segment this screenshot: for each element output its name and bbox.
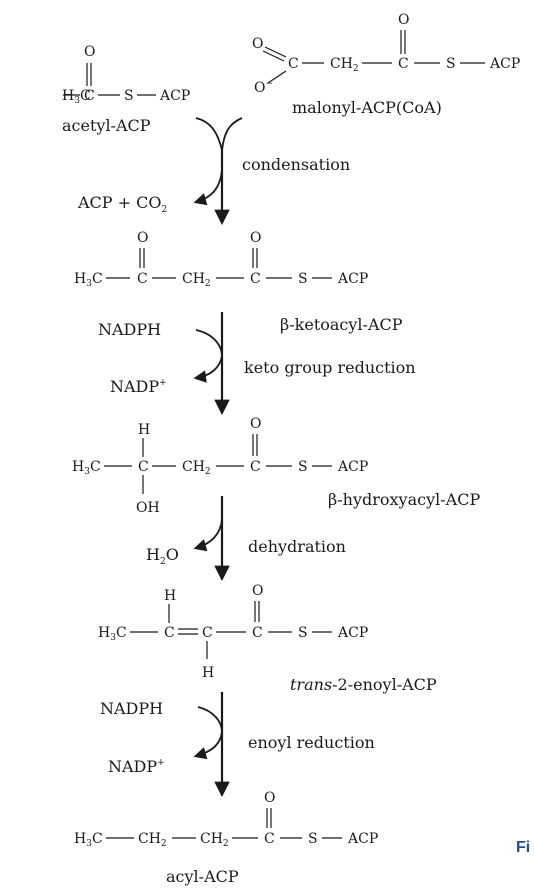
- label-enoyl-acp: trans-2-enoyl-ACP: [290, 675, 437, 694]
- atom-carbinol-c: C: [138, 459, 149, 475]
- atom-s: S: [308, 831, 318, 847]
- label-keto-reduction: keto group reduction: [244, 358, 416, 377]
- label-hydroxyacyl-acp: β-hydroxyacyl-ACP: [328, 490, 480, 509]
- cofactor-curve-nadph: [193, 329, 223, 383]
- label-acetyl-acp: acetyl-ACP: [62, 116, 151, 135]
- atom-carboxyl-c: C: [288, 56, 299, 72]
- label-nadp-2: NADP+: [108, 757, 165, 776]
- atom-h: H: [138, 422, 150, 438]
- release-arrow-water: [193, 519, 223, 552]
- hydroxyacyl-acp-structure: H H3C C OH CH2 C O S ACP: [72, 416, 368, 516]
- merge-curve-left: [195, 117, 223, 151]
- atom-thioester-c: C: [252, 625, 263, 641]
- atom-h-upper: H: [164, 588, 176, 604]
- atom-acp: ACP: [337, 625, 368, 641]
- label-acyl-acp: acyl-ACP: [166, 867, 239, 886]
- malonyl-acp-structure: O C O− CH2 C O S ACP: [252, 12, 520, 96]
- atom-h3c: H3C: [74, 271, 103, 289]
- atom-ch2-1: CH2: [138, 831, 167, 849]
- label-ketoacyl-acp: β-ketoacyl-ACP: [280, 315, 403, 334]
- atom-acp: ACP: [159, 88, 190, 104]
- atom-s: S: [298, 459, 308, 475]
- label-nadph-1: NADPH: [98, 320, 161, 339]
- label-dehydration: dehydration: [248, 537, 346, 556]
- atom-thioester-c: C: [250, 459, 261, 475]
- atom-h3c: H3C: [74, 831, 103, 849]
- atom-thioester-o: O: [250, 416, 261, 432]
- label-condensation: condensation: [242, 155, 350, 174]
- atom-h-lower: H: [202, 665, 214, 681]
- atom-acp: ACP: [337, 271, 368, 287]
- atom-s: S: [298, 271, 308, 287]
- atom-ch2: CH2: [182, 459, 211, 477]
- atom-thioester-c: C: [398, 56, 409, 72]
- atom-ch2-2: CH2: [200, 831, 229, 849]
- enoyl-acp-structure: H H3C C C H C O S ACP: [98, 583, 368, 681]
- label-malonyl-acp: malonyl-ACP(CoA): [292, 98, 442, 117]
- atom-alkene-c2: C: [202, 625, 213, 641]
- atom-o-minus: O−: [254, 79, 273, 96]
- acyl-acp-structure: H3C CH2 CH2 C O S ACP: [74, 790, 378, 849]
- label-nadph-2: NADPH: [100, 699, 163, 718]
- atom-thioester-o: O: [398, 12, 409, 28]
- atom-keto-c: C: [137, 271, 148, 287]
- acetyl-acp-structure: H3C C O S ACP: [62, 44, 190, 106]
- atom-h3c: H3C: [62, 88, 91, 106]
- atom-alkene-c1: C: [164, 625, 175, 641]
- atom-acp: ACP: [489, 56, 520, 72]
- atom-keto-o: O: [137, 230, 148, 246]
- atom-acp: ACP: [347, 831, 378, 847]
- atom-acp: ACP: [337, 459, 368, 475]
- label-water: H2O: [146, 545, 179, 567]
- label-enoyl-reduction: enoyl reduction: [248, 733, 375, 752]
- label-nadp-1: NADP+: [110, 377, 167, 396]
- atom-thioester-o: O: [252, 583, 263, 599]
- atom-thioester-o: O: [264, 790, 275, 806]
- atom-thioester-c: C: [250, 271, 261, 287]
- atom-h3c: H3C: [72, 459, 101, 477]
- caption-fragment: Fi: [516, 839, 530, 856]
- atom-carbonyl-c: C: [84, 88, 95, 104]
- atom-ch2: CH2: [182, 271, 211, 289]
- atom-carbonyl-o: O: [84, 44, 95, 60]
- atom-s: S: [446, 56, 456, 72]
- atom-o-double: O: [252, 36, 263, 52]
- atom-s: S: [298, 625, 308, 641]
- atom-thioester-o: O: [250, 230, 261, 246]
- atom-thioester-c: C: [264, 831, 275, 847]
- atom-h3c: H3C: [98, 625, 127, 643]
- atom-oh: OH: [136, 500, 160, 516]
- ketoacyl-acp-structure: H3C C O CH2 C O S ACP: [74, 230, 368, 289]
- atom-s: S: [124, 88, 134, 104]
- label-acp-co2: ACP + CO2: [77, 193, 167, 215]
- atom-ch2: CH2: [330, 56, 359, 74]
- cofactor-curve-nadph-2: [193, 706, 223, 760]
- release-arrow-co2: [193, 169, 223, 206]
- merge-curve-right: [221, 117, 243, 151]
